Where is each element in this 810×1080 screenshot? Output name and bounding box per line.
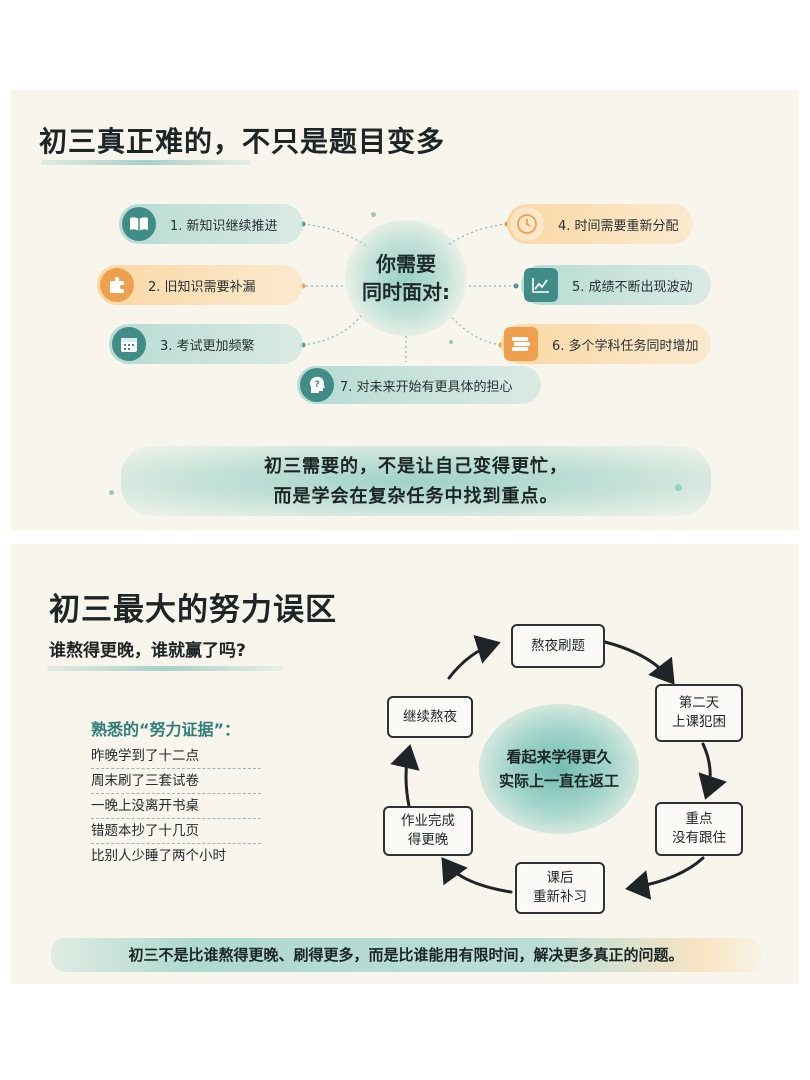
center-line-2: 实际上一直在返工: [498, 772, 619, 790]
item-more-exams: 3. 考试更加频繁: [109, 324, 303, 364]
item-label: 6. 多个学科任务同时增加: [552, 338, 699, 354]
step-line: 第二天: [678, 695, 720, 711]
list-item: 比别人少睡了两个小时: [91, 848, 226, 864]
step-line: 作业完成: [401, 813, 455, 829]
cycle-center: 看起来学得更久实际上一直在返工: [479, 704, 639, 834]
cycle-step-missed-key-points: 重点 没有跟住: [655, 802, 743, 856]
step-line: 得更晚: [407, 832, 449, 848]
evidence-list: 昨晚学到了十二点 周末刷了三套试卷 一晚上没离开书桌 错题本抄了十几页 比别人少…: [91, 744, 261, 869]
step-line: 继续熬夜: [403, 708, 457, 725]
item-label: 1. 新知识继续推进: [170, 218, 278, 234]
stacked-books-icon: [504, 327, 538, 361]
bottom-panel: 初三最大的努力误区 谁熬得更晚，谁就赢了吗? 熟悉的“努力证据”： 昨晚学到了十…: [11, 544, 799, 984]
svg-text:?: ?: [315, 380, 320, 390]
paint-speck: [371, 212, 376, 217]
cycle-step-sleepy-class: 第二天 上课犯困: [655, 684, 743, 742]
top-title: 初三真正难的，不只是题目变多: [39, 125, 446, 158]
clock-icon: [510, 207, 544, 241]
cycle-step-late-practice: 熬夜刷题: [511, 624, 605, 668]
evidence-title: 熟悉的“努力证据”：: [91, 720, 241, 739]
center-line-1: 看起来学得更久: [506, 748, 612, 766]
list-item: 周末刷了三套试卷: [91, 769, 261, 794]
item-multiple-subjects: 6. 多个学科任务同时增加: [501, 324, 711, 364]
list-item: 一晚上没离开书桌: [91, 794, 261, 819]
puzzle-piece-icon: [100, 268, 134, 302]
list-item: 昨晚学到了十二点: [91, 744, 261, 769]
bottom-title: 初三最大的努力误区: [49, 592, 337, 628]
bottom-subtitle: 谁熬得更晚，谁就赢了吗?: [49, 641, 246, 661]
banner-line-2: 而是学会在复杂任务中找到重点。: [273, 486, 559, 507]
subtitle-underline: [47, 666, 283, 671]
head-question-icon: ?: [300, 368, 334, 402]
step-line: 没有跟住: [672, 830, 726, 846]
title-underline: [41, 160, 251, 165]
item-future-worry: ? 7. 对未来开始有更具体的担心: [297, 366, 541, 404]
step-line: 重点: [685, 811, 713, 827]
bottom-summary-banner: 初三不是比谁熬得更晚、刷得更多，而是比谁能用有限时间，解决更多真正的问题。: [51, 938, 761, 972]
top-panel: 初三真正难的，不只是题目变多 你需要同时面对: 1. 新知识继续推进: [11, 90, 799, 530]
item-new-knowledge: 1. 新知识继续推进: [119, 204, 303, 244]
item-old-knowledge: 2. 旧知识需要补漏: [97, 265, 303, 305]
paint-speck: [109, 490, 114, 495]
item-label: 2. 旧知识需要补漏: [148, 279, 256, 295]
cycle-step-keep-staying-up: 继续熬夜: [387, 696, 473, 738]
item-score-fluctuation: 5. 成绩不断出现波动: [521, 265, 711, 305]
hub-circle: 你需要同时面对:: [345, 220, 467, 336]
line-chart-icon: [524, 268, 558, 302]
hub-line-2: 同时面对:: [362, 280, 450, 304]
calendar-icon: [112, 327, 146, 361]
open-book-icon: [122, 207, 156, 241]
item-label: 3. 考试更加频繁: [160, 338, 255, 354]
step-line: 重新补习: [533, 889, 587, 905]
list-item: 错题本抄了十几页: [91, 819, 261, 844]
paint-speck: [449, 340, 453, 344]
step-line: 课后: [546, 870, 574, 886]
item-label: 4. 时间需要重新分配: [558, 218, 679, 234]
top-summary-banner: 初三需要的，不是让自己变得更忙， 而是学会在复杂任务中找到重点。: [121, 446, 711, 516]
banner-line-1: 初三需要的，不是让自己变得更忙，: [264, 456, 568, 477]
cycle-step-homework-later: 作业完成 得更晚: [383, 806, 473, 856]
item-label: 5. 成绩不断出现波动: [572, 279, 693, 295]
step-line: 上课犯困: [672, 714, 726, 730]
cycle-arrows: [390, 634, 727, 900]
hub-line-1: 你需要: [376, 252, 436, 276]
cycle-step-after-class-makeup: 课后 重新补习: [515, 862, 605, 914]
item-label: 7. 对未来开始有更具体的担心: [340, 379, 513, 395]
item-time-allocation: 4. 时间需要重新分配: [507, 204, 693, 244]
step-line: 熬夜刷题: [531, 637, 585, 654]
